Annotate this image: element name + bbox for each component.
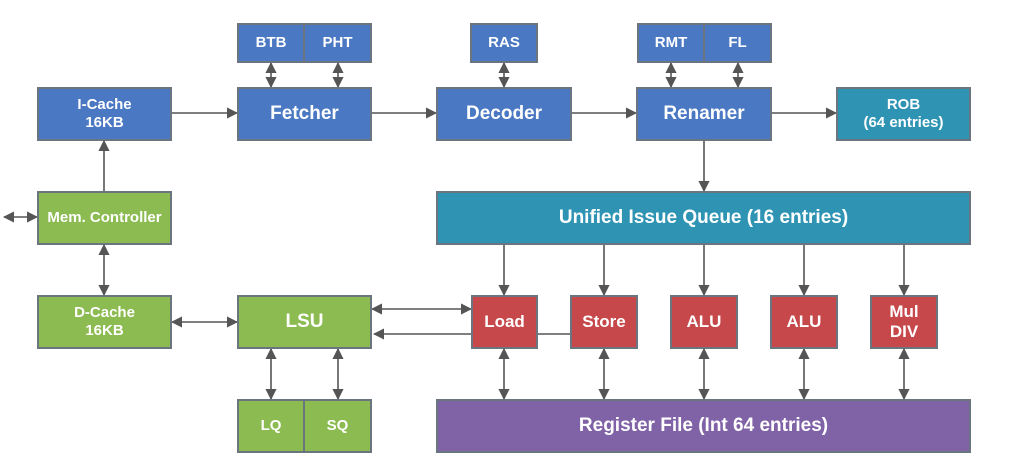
lsu-block: LSU — [237, 295, 372, 349]
dcache-block: D-Cache 16KB — [37, 295, 172, 349]
rmt-label: RMT — [654, 34, 688, 52]
icache-size: 16KB — [85, 114, 124, 131]
alu-unit-2-block: ALU — [770, 295, 838, 349]
fetcher-label: Fetcher — [270, 102, 339, 124]
register-file-label: Register File (Int 64 entries) — [578, 414, 829, 436]
register-file-block: Register File (Int 64 entries) — [436, 399, 971, 453]
div-label: DIV — [889, 322, 919, 341]
ras-label: RAS — [488, 34, 520, 52]
lq-label: LQ — [260, 417, 282, 435]
alu-unit-1-block: ALU — [670, 295, 738, 349]
ras-block: RAS — [470, 23, 538, 63]
rob-block: ROB (64 entries) — [836, 87, 971, 141]
icache-block: I-Cache 16KB — [37, 87, 172, 141]
icache-label: I-Cache — [77, 96, 132, 114]
store-unit-block: Store — [570, 295, 638, 349]
renamer-label: Renamer — [663, 102, 745, 124]
rob-label: ROB — [886, 96, 921, 114]
mem-controller-label: Mem. Controller — [47, 209, 162, 227]
alu-1-label: ALU — [686, 311, 722, 331]
load-label: Load — [484, 311, 525, 331]
store-label: Store — [582, 311, 626, 331]
rob-entries: (64 entries) — [863, 114, 944, 131]
decoder-label: Decoder — [465, 102, 543, 124]
renamer-block: Renamer — [636, 87, 772, 141]
lsu-label: LSU — [285, 310, 324, 332]
dcache-size: 16KB — [85, 322, 124, 339]
issue-queue-block: Unified Issue Queue (16 entries) — [436, 191, 971, 245]
lq-block: LQ — [237, 399, 305, 453]
sq-block: SQ — [303, 399, 372, 453]
decoder-block: Decoder — [436, 87, 572, 141]
fl-label: FL — [728, 34, 747, 52]
pht-block: PHT — [303, 23, 372, 63]
rmt-block: RMT — [637, 23, 705, 63]
mem-controller-block: Mem. Controller — [37, 191, 172, 245]
dcache-label: D-Cache — [74, 304, 135, 322]
sq-label: SQ — [326, 417, 349, 435]
pht-label: PHT — [322, 34, 353, 52]
btb-label: BTB — [255, 34, 287, 52]
btb-block: BTB — [237, 23, 305, 63]
alu-2-label: ALU — [786, 311, 822, 331]
muldiv-unit-block: Mul DIV — [870, 295, 938, 349]
fl-block: FL — [703, 23, 772, 63]
fetcher-block: Fetcher — [237, 87, 372, 141]
issue-queue-label: Unified Issue Queue (16 entries) — [558, 206, 849, 228]
load-unit-block: Load — [471, 295, 538, 349]
mul-label: Mul — [889, 301, 919, 321]
